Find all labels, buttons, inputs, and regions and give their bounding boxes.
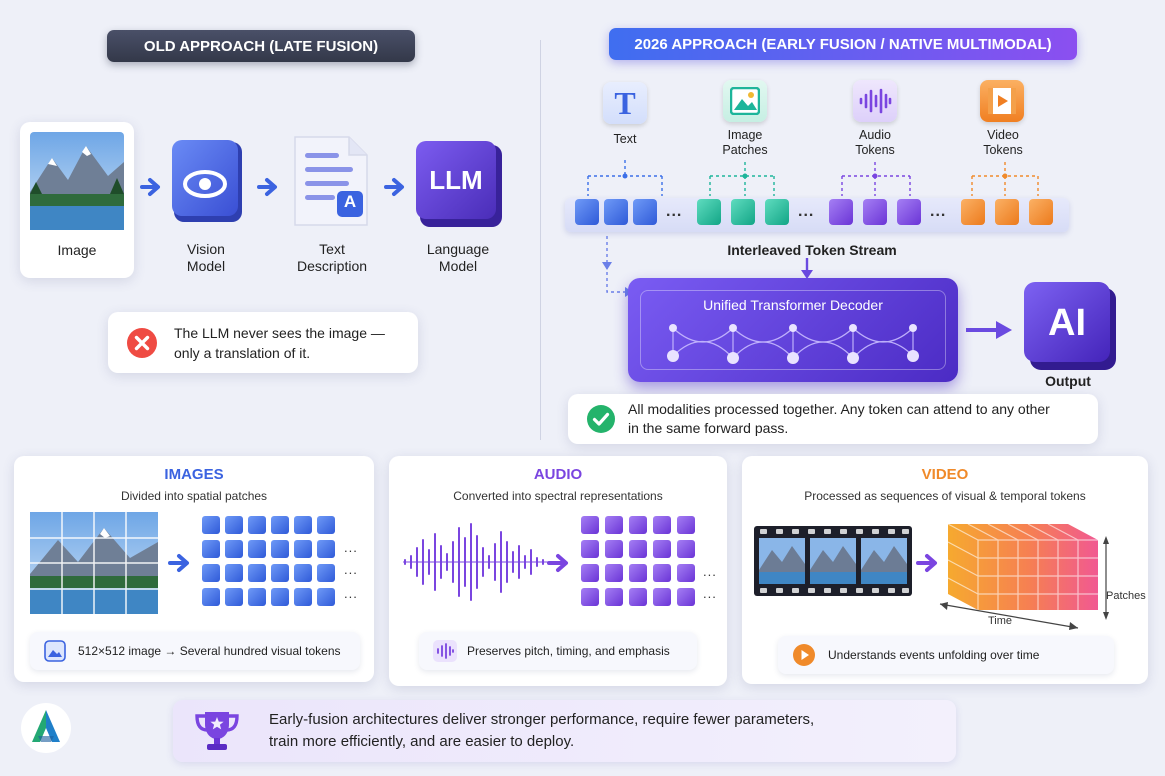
play-circle-icon: [792, 643, 816, 667]
audio-subtitle: Converted into spectral representations: [389, 489, 727, 503]
footer-line-2: train more efficiently, and are easier t…: [269, 731, 814, 753]
flow-arrow-icon: [257, 177, 281, 197]
film-strip-icon: [754, 526, 912, 596]
image-token: [765, 199, 789, 225]
mountain-landscape-image: [30, 132, 124, 230]
column-divider: [540, 40, 541, 440]
image-icon: [44, 640, 66, 662]
audio-wave-icon: [433, 640, 457, 662]
image-input-card: Image: [20, 122, 134, 278]
old-approach-note: The LLM never sees the image — only a tr…: [108, 312, 418, 373]
document-icon: A: [291, 133, 375, 229]
audio-section: AUDIO Converted into spectral representa…: [389, 456, 727, 686]
flow-arrow-icon: [547, 552, 573, 574]
stream-ellipsis: ...: [930, 203, 946, 221]
images-section: IMAGES Divided into spatial patches ... …: [14, 456, 374, 682]
flow-arrow-icon: [168, 552, 194, 574]
network-graph-icon: [658, 316, 928, 372]
stream-ellipsis: ...: [798, 203, 814, 221]
llm-badge: LLM: [416, 165, 496, 196]
audio-note-text: Preserves pitch, timing, and emphasis: [467, 644, 670, 658]
ai-output-cube-icon: AI: [1022, 280, 1118, 372]
trophy-icon: [193, 708, 241, 754]
video-token: [961, 199, 985, 225]
text-modality-icon: T: [603, 82, 647, 124]
decoder-to-output-arrow: [964, 318, 1014, 342]
text-t-glyph: T: [614, 85, 635, 122]
new-note-line-2: in the same forward pass.: [628, 419, 1050, 438]
image-patches-icon: [723, 80, 767, 122]
video-title: VIDEO: [742, 466, 1148, 483]
audio-token: [829, 199, 853, 225]
llm-cube-icon: LLM: [414, 139, 504, 229]
video-note: Understands events unfolding over time: [778, 636, 1114, 674]
video-note-text: Understands events unfolding over time: [828, 648, 1039, 662]
grid-ellipsis: ...: [344, 540, 358, 555]
time-axis-label: Time: [988, 615, 1012, 627]
text-token: [575, 199, 599, 225]
error-x-icon: [126, 327, 158, 359]
images-title: IMAGES: [14, 466, 374, 483]
eye-icon: [170, 138, 250, 228]
audio-token: [897, 199, 921, 225]
audio-token-grid: [581, 516, 703, 608]
stream-ellipsis: ...: [666, 203, 682, 221]
new-approach-header: 2026 APPROACH (EARLY FUSION / NATIVE MUL…: [609, 28, 1077, 60]
old-note-line-1: The LLM never sees the image —: [174, 323, 385, 343]
image-token: [731, 199, 755, 225]
video-subtitle: Processed as sequences of visual & tempo…: [742, 489, 1148, 503]
video-play-icon: [980, 80, 1024, 122]
audio-title: AUDIO: [389, 466, 727, 483]
new-note-line-1: All modalities processed together. Any t…: [628, 400, 1050, 419]
text-token: [604, 199, 628, 225]
flow-arrow-icon: [384, 177, 408, 197]
footer-line-1: Early-fusion architectures deliver stron…: [269, 709, 814, 731]
video-token: [995, 199, 1019, 225]
text-token: [633, 199, 657, 225]
footer-summary-card: Early-fusion architectures deliver stron…: [173, 700, 956, 762]
images-subtitle: Divided into spatial patches: [14, 489, 374, 503]
grid-ellipsis: ...: [344, 586, 358, 601]
audio-token: [863, 199, 887, 225]
image-token: [697, 199, 721, 225]
old-note-line-2: only a translation of it.: [174, 343, 385, 363]
images-note: 512×512 image → Several hundred visual t…: [30, 632, 360, 670]
unified-decoder-box: Unified Transformer Decoder: [628, 278, 958, 382]
output-label: Output: [1022, 373, 1114, 389]
audio-note: Preserves pitch, timing, and emphasis: [419, 632, 697, 670]
old-approach-header: OLD APPROACH (LATE FUSION): [107, 30, 415, 62]
check-circle-icon: [586, 404, 616, 434]
video-token: [1029, 199, 1053, 225]
flow-arrow-icon: [140, 177, 164, 197]
video-section: VIDEO Processed as sequences of visual &…: [742, 456, 1148, 684]
grid-ellipsis: ...: [703, 564, 717, 579]
grid-ellipsis: ...: [703, 586, 717, 601]
image-token-grid: [202, 516, 347, 608]
patches-axis-label: Patches: [1106, 590, 1146, 602]
patched-landscape-image: [30, 512, 158, 614]
video-axes: [938, 536, 1128, 636]
new-approach-note: All modalities processed together. Any t…: [568, 394, 1098, 444]
output-badge: AI: [1024, 302, 1110, 345]
image-label: Image: [20, 242, 134, 259]
grid-ellipsis: ...: [344, 562, 358, 577]
images-note-text: 512×512 image → Several hundred visual t…: [78, 644, 341, 658]
audio-waveform-icon: [853, 80, 897, 122]
token-row: ... ... ...: [575, 196, 1065, 230]
text-modality-label: Text: [595, 132, 655, 147]
decoder-label: Unified Transformer Decoder: [628, 297, 958, 313]
brand-logo-icon: [18, 702, 74, 754]
audio-waveform-graphic: [403, 520, 549, 604]
doc-badge-text: A: [337, 192, 363, 212]
